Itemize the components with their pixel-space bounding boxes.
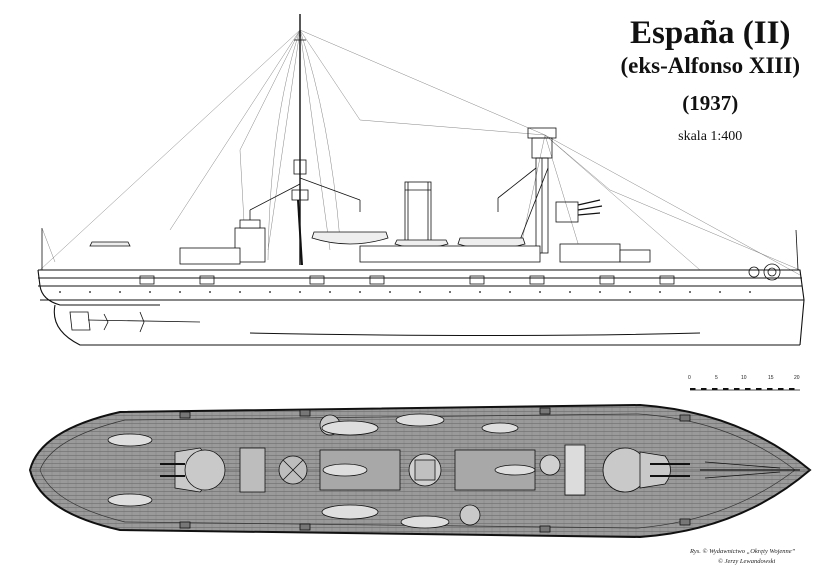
jack-staff (795, 229, 799, 271)
portholes (59, 291, 751, 293)
title-block: España (II) (eks-Alfonso XIII) (1937) sk… (620, 14, 800, 150)
foremast (291, 14, 309, 266)
former-name: (eks-Alfonso XIII) (620, 53, 800, 78)
boat-cranes (249, 167, 549, 241)
central-superstructure (239, 444, 586, 496)
scale-tick-label: 0 (688, 375, 691, 381)
ship-name: España (II) (629, 15, 791, 51)
propellers-rudder (69, 311, 201, 333)
forward-turret-plan (602, 447, 690, 493)
scale-bar (690, 388, 800, 391)
bow-anchor-gear (700, 461, 800, 479)
scale-tick-label: 5 (715, 375, 718, 381)
author-credit: © Jerzy Lewandowski (718, 558, 776, 565)
hull-profile (37, 269, 805, 346)
mainmast-tower (527, 127, 603, 254)
scale-tick-label: 20 (794, 375, 800, 381)
scale-tick-label: 10 (741, 375, 747, 381)
rigging-lines (39, 29, 801, 276)
year-label: (1937) (682, 91, 739, 115)
superstructure (179, 219, 651, 265)
plan-boats (107, 413, 536, 529)
scale-tick-label: 15 (768, 375, 774, 381)
casemate-guns (139, 275, 675, 285)
forward-turret (748, 263, 781, 281)
scale-label: skala 1:400 (678, 129, 743, 144)
aft-turret (160, 447, 226, 493)
publisher-credit: Rys. © Wydawnictwo „Okręty Wojenne” (690, 548, 796, 555)
casemate-sponsons (179, 407, 691, 533)
